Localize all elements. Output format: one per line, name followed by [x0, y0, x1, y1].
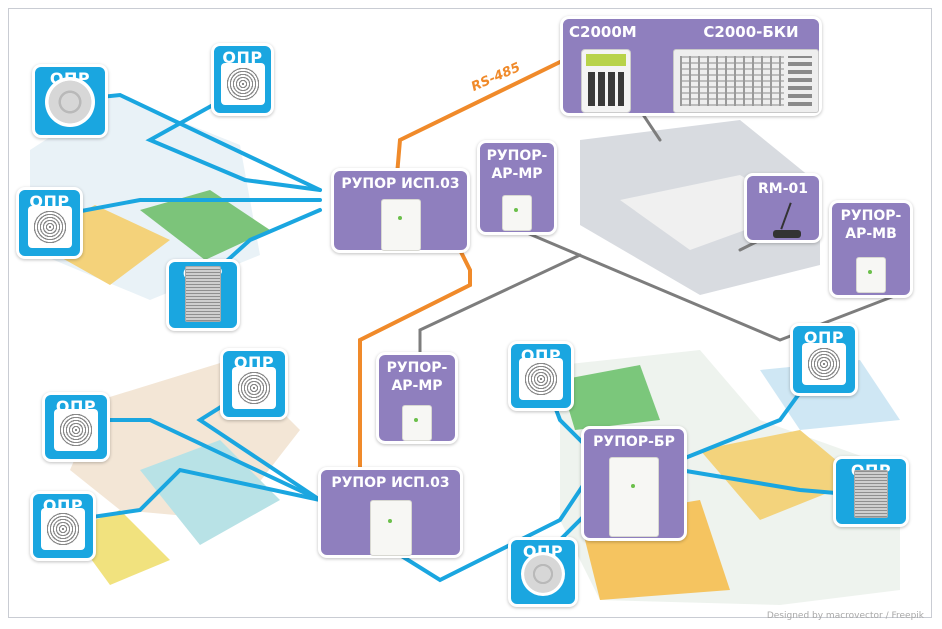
column-speaker-icon: [185, 266, 221, 322]
rm01-block: RM-01: [744, 173, 822, 243]
rupor-isp03-bottom: РУПОР ИСП.03: [318, 467, 463, 558]
speaker-label: ОПР: [222, 48, 263, 67]
wall-speaker-icon: [27, 206, 72, 248]
speaker-opr-6: ОПР: [42, 392, 110, 462]
column-speaker-icon: [854, 470, 888, 518]
c2000bki-label: С2000-БКИ: [703, 23, 799, 41]
wall-speaker-icon: [41, 508, 85, 550]
speaker-label: ОПР: [803, 328, 845, 347]
rupor-ar-mv: РУПОР- АР-МВ: [829, 200, 913, 298]
frame-border: [8, 8, 932, 618]
rupor-isp03-top: РУПОР ИСП.03: [331, 168, 470, 253]
room-shopping-top-left: [30, 95, 270, 300]
rupor-isp03-bottom-label: РУПОР ИСП.03: [331, 475, 450, 491]
amplifier-device-icon: [380, 199, 421, 251]
rupor-ar-mp-mid: РУПОР- АР-МР: [376, 352, 458, 444]
wall-speaker-icon: [54, 409, 98, 451]
speaker-opr-1: ОПР: [32, 64, 108, 138]
module-device-icon: [856, 257, 886, 293]
wall-speaker-icon: [232, 367, 276, 409]
module-device-icon: [502, 195, 532, 231]
control-panel-block: С2000М С2000-БКИ: [560, 16, 822, 116]
c2000m-keypad-icon: [581, 49, 631, 113]
speaker-opr-7: ОПР: [30, 491, 96, 561]
rupor-isp03-top-label: РУПОР ИСП.03: [341, 176, 460, 192]
speaker-opr-8: ОПР: [508, 341, 574, 411]
ceiling-speaker-icon: [521, 552, 565, 596]
c2000m-label: С2000М: [569, 23, 637, 41]
rupor-ar-mp-top-label: РУПОР- АР-МР: [480, 147, 554, 183]
wall-speaker-icon: [220, 63, 265, 105]
speaker-opr-11: ОПР: [508, 537, 578, 607]
speaker-opr-9: ОПР: [790, 323, 858, 396]
rupor-ar-mp-mid-label: РУПОР- АР-МР: [386, 360, 448, 394]
speaker-opr-5: ОПР: [220, 348, 288, 420]
microphone-icon: [767, 202, 807, 238]
amplifier-device-icon: [369, 500, 412, 556]
speaker-opr-2: ОПР: [211, 43, 274, 116]
c2000bki-panel-icon: [673, 49, 819, 113]
rm01-label: RM-01: [757, 181, 808, 197]
module-device-icon: [402, 405, 432, 441]
credit-text: Designed by macrovector / Freepik: [766, 611, 924, 621]
amplifier-device-icon: [609, 457, 659, 537]
ceiling-speaker-icon: [45, 77, 95, 127]
rupor-br-label: РУПОР-БР: [593, 434, 675, 450]
speaker-opr-10: ОПР: [833, 456, 909, 527]
rupor-ar-mp-top-text: РУПОР- АР-МР: [486, 148, 548, 182]
wall-speaker-icon: [802, 343, 846, 385]
speaker-opr-3: ОПР: [16, 187, 83, 259]
rupor-ar-mp-top: РУПОР- АР-МР: [477, 140, 557, 235]
wall-speaker-icon: [519, 358, 563, 400]
rupor-br: РУПОР-БР: [581, 426, 687, 541]
speaker-opr-4: ОПР: [166, 259, 240, 331]
rupor-ar-mv-label: РУПОР- АР-МВ: [840, 208, 902, 242]
